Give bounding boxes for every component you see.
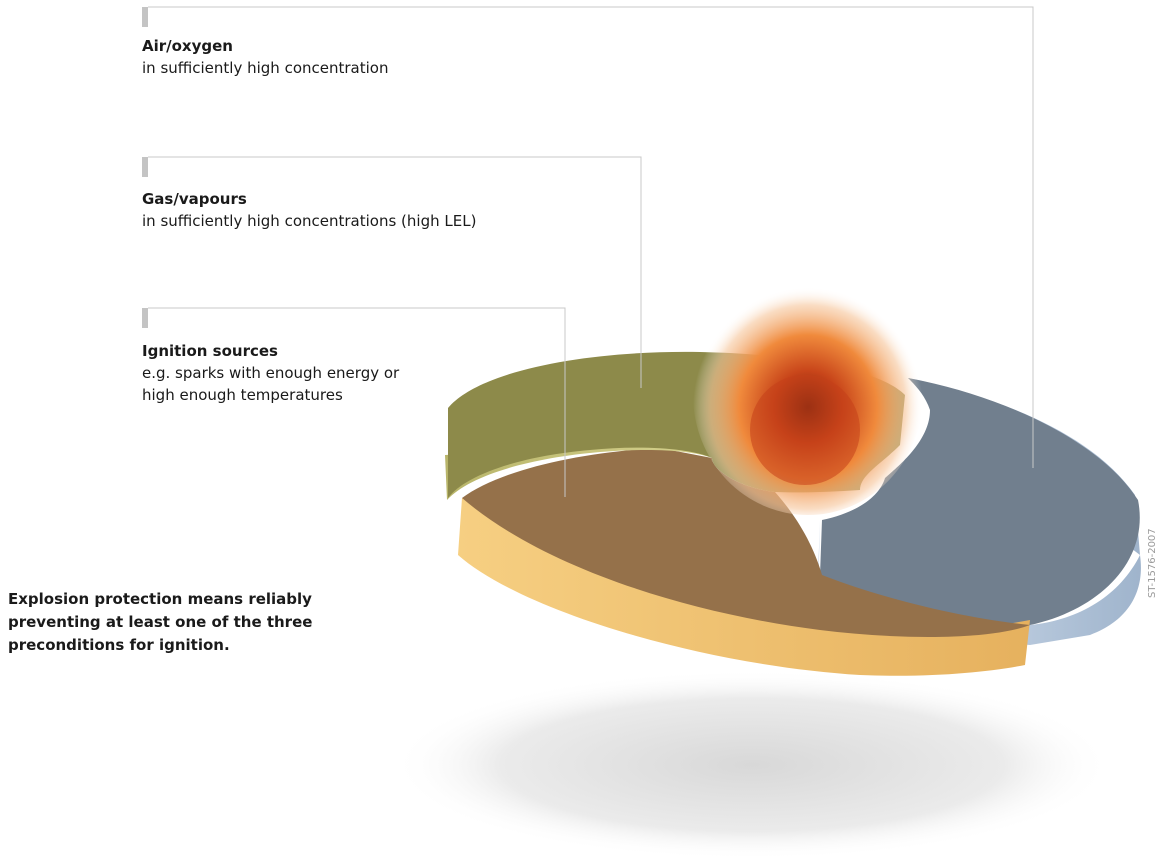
leader-lines [148, 6, 1034, 497]
ignition-sources-title: Ignition sources [142, 342, 278, 360]
conclusion-text: Explosion protection means reliably prev… [8, 588, 368, 657]
air-oxygen-description: in sufficiently high concentration [142, 59, 389, 77]
gas-vapours-label: Gas/vapours in sufficiently high concent… [142, 188, 476, 232]
conclusion-line-3: preconditions for ignition. [8, 636, 230, 654]
air-marker [142, 7, 148, 27]
conclusion-line-2: preventing at least one of the three [8, 613, 313, 631]
air-oxygen-title: Air/oxygen [142, 37, 233, 55]
gas-vapours-description: in sufficiently high concentrations (hig… [142, 212, 477, 230]
air-segment [820, 378, 1140, 625]
conclusion-line-1: Explosion protection means reliably [8, 590, 312, 608]
ignition-marker [142, 308, 148, 328]
air-oxygen-label: Air/oxygen in sufficiently high concentr… [142, 35, 388, 79]
gas-marker [142, 157, 148, 177]
ignition-segment [462, 448, 1030, 637]
ignition-sources-description-line1: e.g. sparks with enough energy or [142, 364, 400, 382]
ignition-sources-label: Ignition sources e.g. sparks with enough… [142, 340, 399, 406]
leader-line-ignition [148, 307, 566, 497]
figure-code: ST-1576-2007 [1147, 528, 1158, 598]
floor-shadow [392, 670, 1112, 860]
leader-line-air [148, 6, 1034, 468]
leader-line-gas [148, 156, 642, 388]
gas-vapours-title: Gas/vapours [142, 190, 247, 208]
fire-core [750, 375, 860, 485]
ignition-sources-description-line2: high enough temperatures [142, 386, 343, 404]
